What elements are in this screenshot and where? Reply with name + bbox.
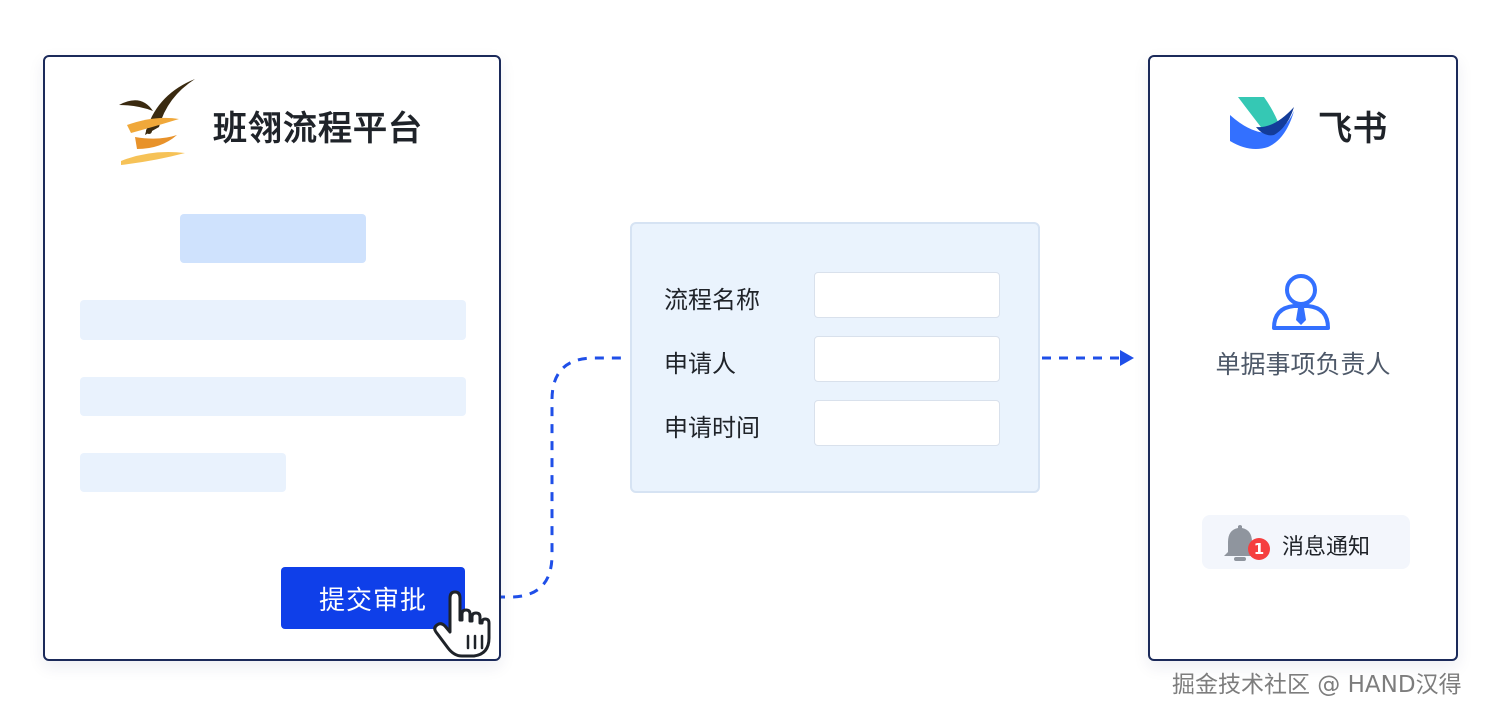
person-icon — [1272, 274, 1330, 330]
recipient-label: 单据事项负责人 — [1215, 350, 1391, 379]
banling-logo-icon — [119, 79, 195, 165]
content-placeholder-line — [80, 300, 466, 340]
form-label: 流程名称 — [664, 286, 760, 314]
content-placeholder-line — [80, 377, 466, 416]
apply-time-input[interactable] — [814, 400, 1000, 446]
approval-form-panel: 流程名称 申请人 申请时间 — [630, 222, 1040, 493]
bell-icon — [1224, 525, 1256, 561]
applicant-input[interactable] — [814, 336, 1000, 382]
arrowhead — [1120, 350, 1134, 366]
form-label: 申请时间 — [664, 414, 760, 442]
feishu-logo-icon — [1230, 97, 1294, 149]
form-row-applicant: 申请人 — [632, 336, 1038, 384]
form-label: 申请人 — [664, 350, 736, 378]
process-name-input[interactable] — [814, 272, 1000, 318]
hand-pointer-icon — [433, 590, 491, 658]
source-app-name: 班翎流程平台 — [213, 109, 423, 149]
source-platform-card: 班翎流程平台 — [43, 55, 501, 661]
notification-count: 1 — [1253, 540, 1265, 558]
content-placeholder-title — [180, 214, 366, 263]
content-placeholder-line — [80, 453, 286, 492]
notification-badge — [1248, 538, 1270, 560]
form-row-process-name: 流程名称 — [632, 272, 1038, 320]
watermark-text: 掘金技术社区 @ HAND汉得 — [1172, 672, 1462, 698]
notification-item[interactable]: 1 消息通知 — [1202, 515, 1410, 569]
submit-approval-button[interactable]: 提交审批 — [281, 567, 465, 629]
target-app-name: 飞书 — [1318, 109, 1388, 149]
notification-label: 消息通知 — [1282, 535, 1371, 560]
form-row-apply-time: 申请时间 — [632, 400, 1038, 448]
